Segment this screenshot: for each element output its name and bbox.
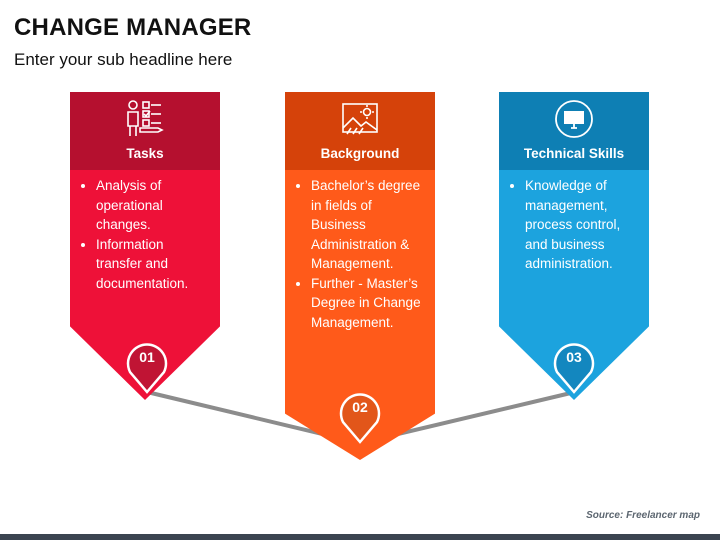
pin-01: 01	[126, 343, 168, 394]
bullet-item: Bachelor’s degree in fields of Business …	[311, 176, 427, 274]
bullet-item: Further - Master’s Degree in Change Mana…	[311, 274, 427, 333]
bullet-list: Bachelor’s degree in fields of Business …	[295, 176, 427, 332]
card-header: Tasks	[70, 92, 220, 170]
card-header: Technical Skills	[499, 92, 649, 170]
pin-03: 03	[553, 343, 595, 394]
bullet-list: Knowledge of management, process control…	[509, 176, 641, 274]
bullet-item: Information transfer and documentation.	[96, 235, 212, 294]
card-title: Background	[320, 146, 400, 161]
monitor-icon	[555, 100, 593, 138]
card-title: Tasks	[126, 146, 164, 161]
pin-02: 02	[339, 393, 381, 444]
step-number: 02	[352, 399, 368, 415]
bullet-list: Analysis of operational changes. Informa…	[80, 176, 212, 293]
step-number: 03	[566, 349, 582, 365]
image-landscape-icon	[342, 103, 378, 135]
bottom-bar	[0, 534, 720, 540]
step-number: 01	[139, 349, 155, 365]
card-header: Background	[285, 92, 435, 170]
tasks-checklist-icon	[127, 100, 164, 136]
bullet-item: Knowledge of management, process control…	[525, 176, 641, 274]
page-title: CHANGE MANAGER	[14, 14, 252, 41]
source-note: Source: Freelancer map	[586, 510, 700, 521]
page-subtitle: Enter your sub headline here	[14, 50, 233, 69]
bullet-item: Analysis of operational changes.	[96, 176, 212, 235]
card-title: Technical Skills	[523, 146, 625, 161]
